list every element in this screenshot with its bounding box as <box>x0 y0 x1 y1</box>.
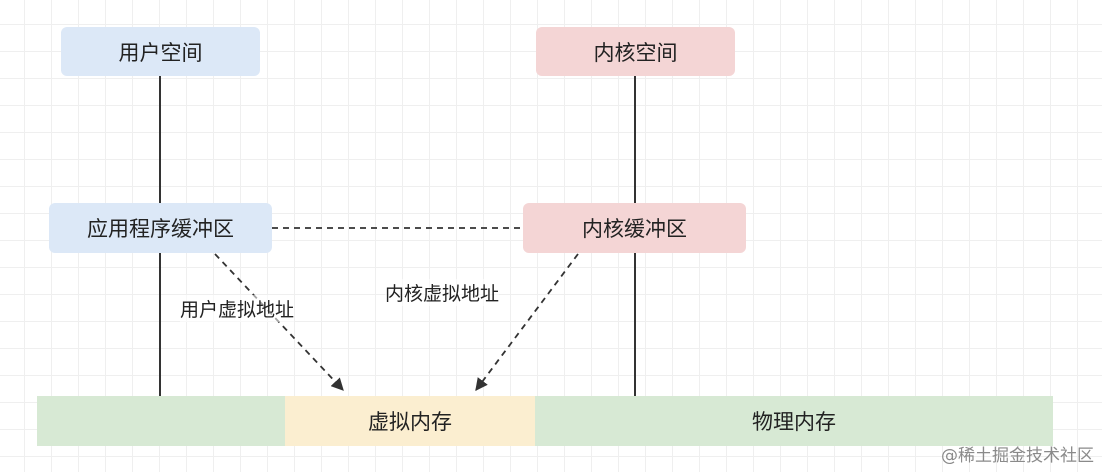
watermark: @稀土掘金技术社区 <box>941 446 1094 466</box>
user-virtual-address-label: 用户虚拟地址 <box>180 295 295 322</box>
kernel-space-node: 内核空间 <box>536 27 735 76</box>
kernel-virtual-address-label: 内核虚拟地址 <box>385 279 500 306</box>
app-buffer-node: 应用程序缓冲区 <box>49 203 272 253</box>
memory-bar-left-segment <box>37 396 285 446</box>
physical-memory-segment: 物理内存 <box>535 396 1053 446</box>
virtual-memory-segment: 虚拟内存 <box>285 396 535 446</box>
user-virtual-address-arrow <box>214 253 344 391</box>
user-space-node: 用户空间 <box>61 27 260 76</box>
kernel-buffer-node: 内核缓冲区 <box>523 203 746 253</box>
kernel-virtual-address-arrow <box>475 253 579 392</box>
